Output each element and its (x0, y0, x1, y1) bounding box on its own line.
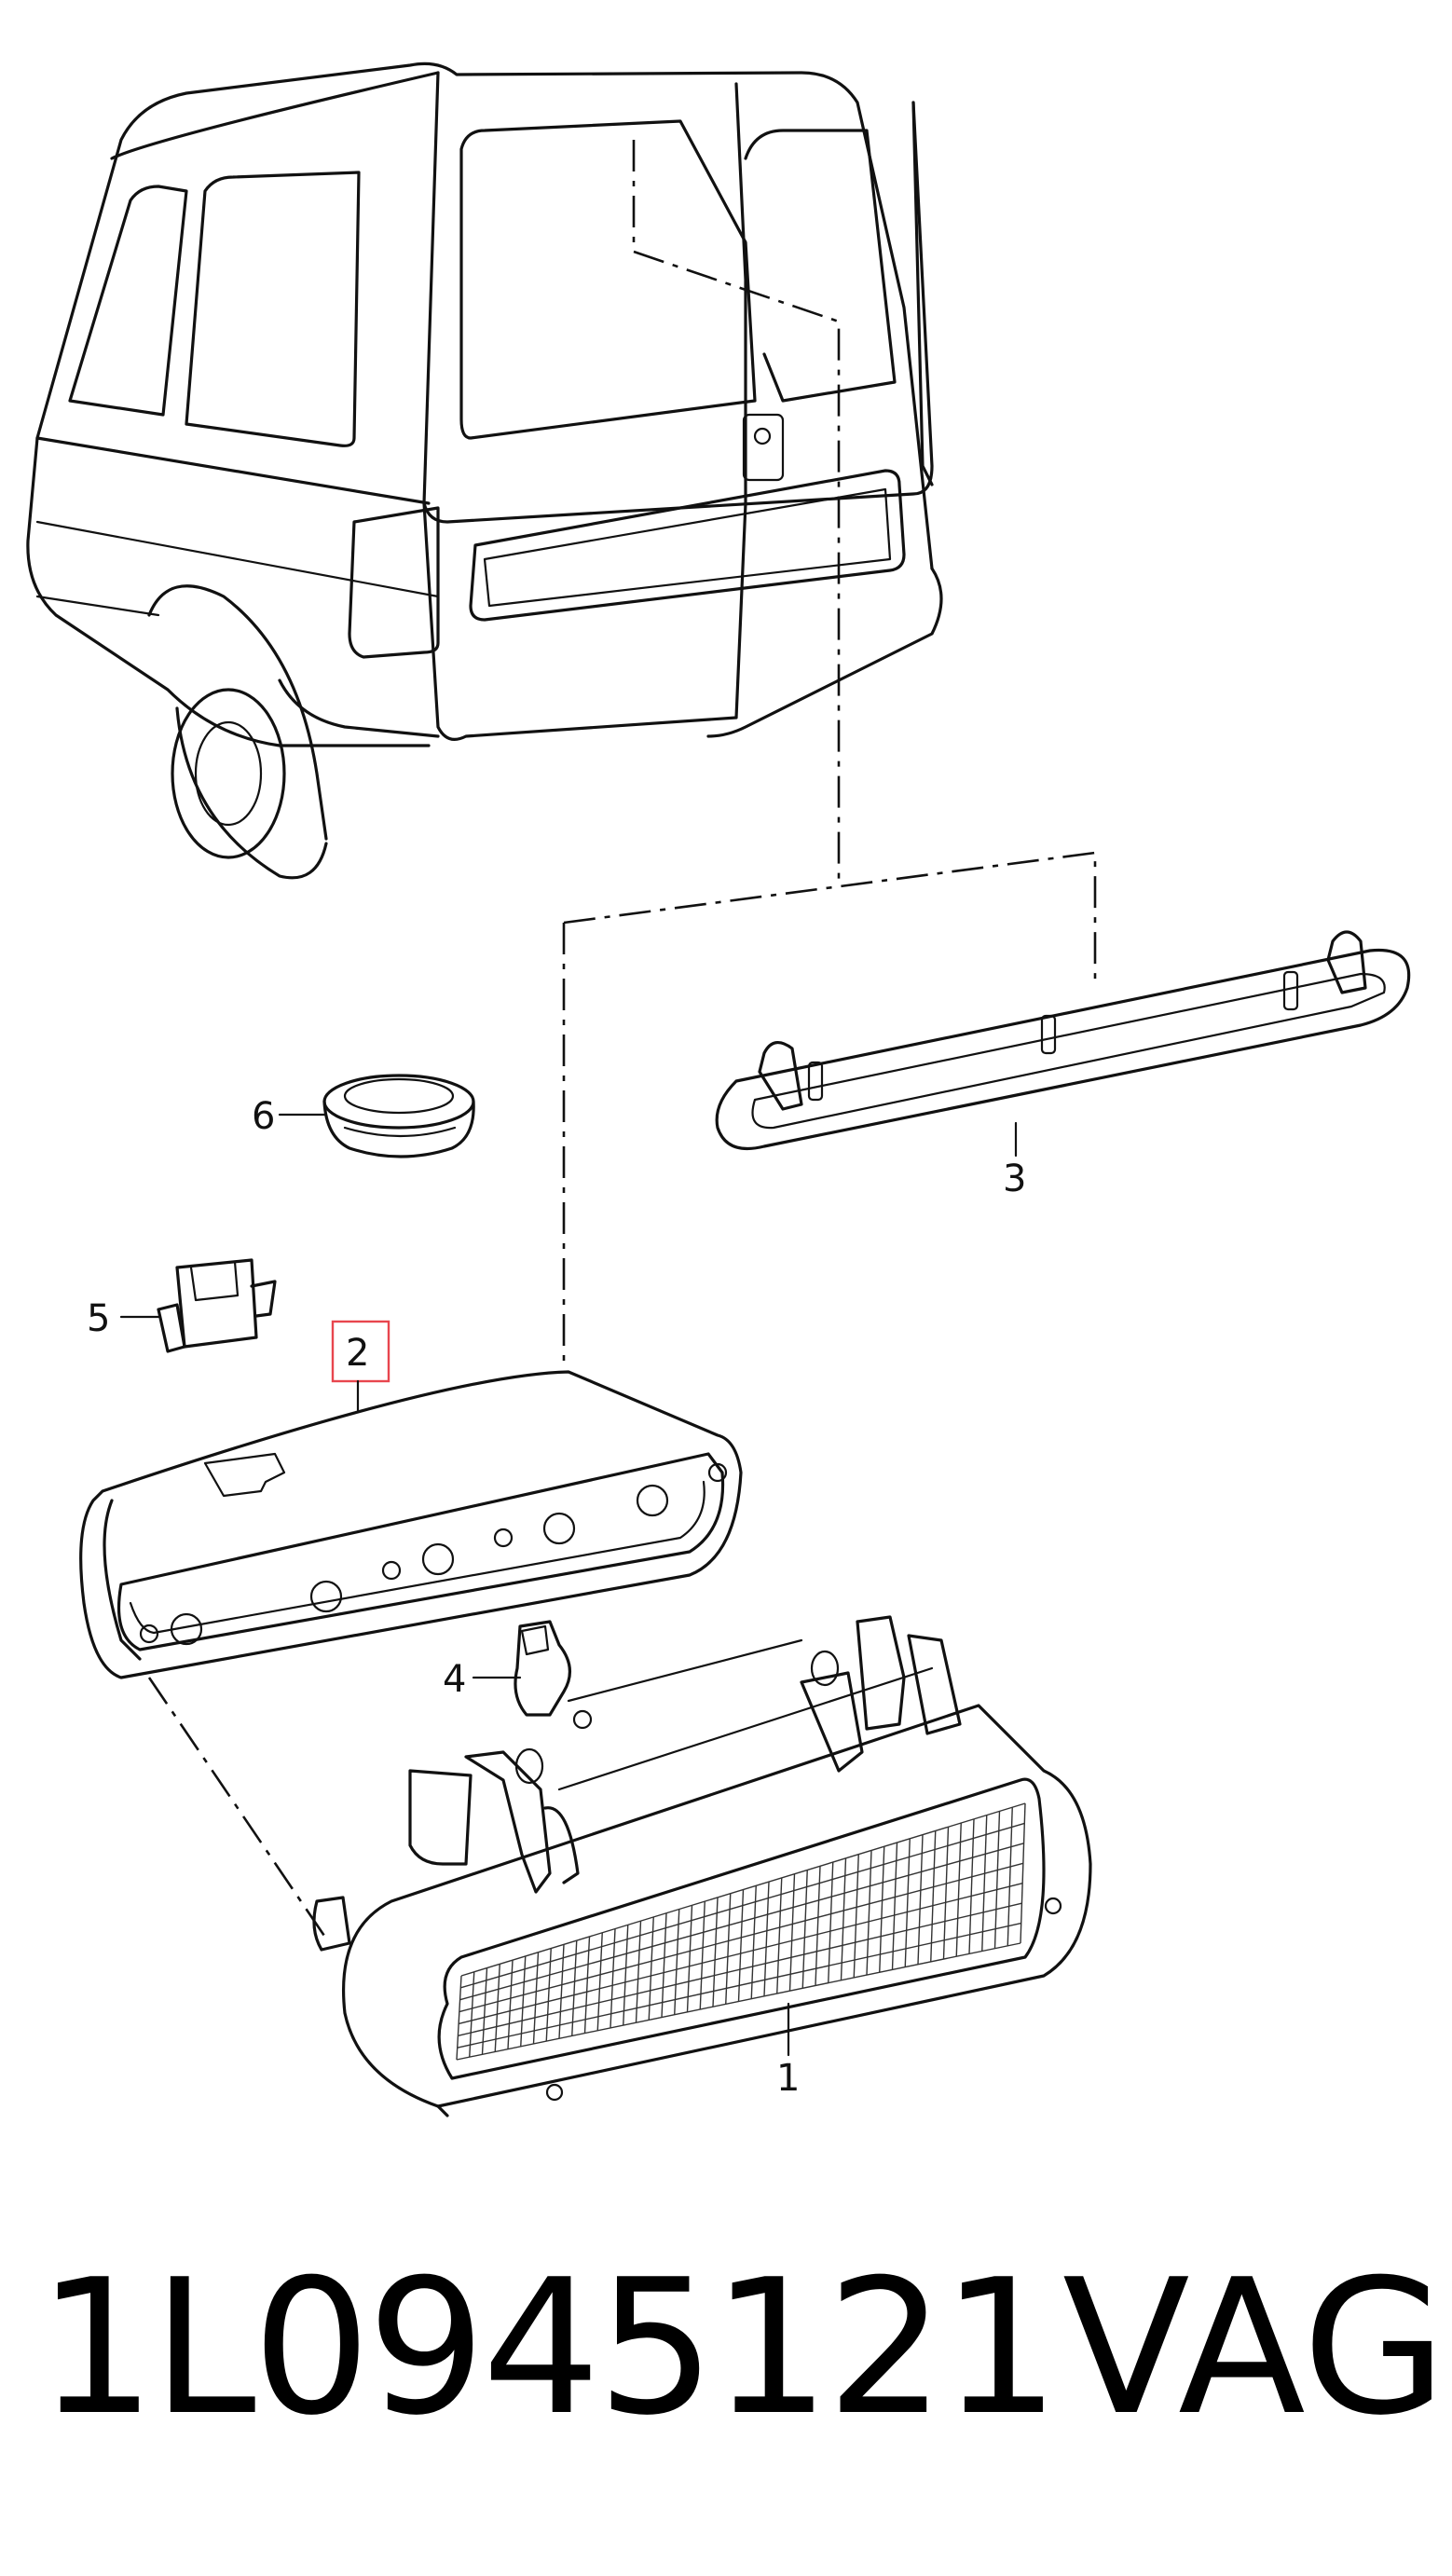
lens-grid-line (610, 1928, 616, 2028)
lens-grid-line (457, 1922, 1021, 2048)
part-2-highlight-box (331, 1320, 390, 1383)
lens-grid-line (750, 1885, 757, 1999)
lens-grid-line (763, 1882, 770, 1996)
lens-grid-line (866, 1850, 872, 1976)
lens-grid-line (737, 1889, 745, 2002)
lens-grid-line (532, 1952, 540, 2044)
lens-grid-line (1020, 1802, 1026, 1944)
lens-grid-line (853, 1854, 859, 1978)
lens-grid-line (494, 1964, 500, 2052)
van-illustration (26, 62, 943, 880)
part-3-gasket-strip (715, 930, 1411, 1158)
lens-grid-line (459, 1843, 1024, 2001)
lens-grid-line (460, 1802, 1026, 1977)
lens-grid-line (674, 1909, 680, 2015)
lens-grid-line (788, 1873, 796, 1992)
lens-grid-line (460, 1822, 1025, 1989)
lens-grid-line (840, 1857, 847, 1980)
lens-grid-line (456, 1975, 462, 2061)
lens-grid-line (623, 1925, 629, 2026)
part-number: 1L0945121 (37, 2240, 1060, 2457)
lens-grid-line (596, 1932, 603, 2031)
callout-5: 5 (87, 1297, 110, 1340)
leader-lines (147, 140, 1097, 1939)
lens-grid-line (801, 1870, 808, 1989)
lens-grid-line (699, 1901, 705, 2010)
part-1-brake-light-assembly (312, 1615, 1092, 2117)
lens-grid-line (661, 1912, 667, 2018)
lens-grid-line (955, 1822, 962, 1957)
lens-grid-line (942, 1827, 950, 1960)
lens-grid-line (458, 1902, 1022, 2036)
lens-grid-line (904, 1838, 911, 1967)
callout-6: 6 (252, 1095, 275, 1138)
lens-grid-line (583, 1936, 591, 2034)
callout-4: 4 (443, 1658, 466, 1701)
lens-grid-line (571, 1940, 578, 2036)
lens-grid-line (686, 1905, 693, 2012)
lens-grid-line (968, 1818, 975, 1954)
lens-grid-line (458, 1883, 1023, 2025)
part-5-connector (119, 1258, 277, 1353)
lens-grid-line (1007, 1807, 1013, 1946)
lens-grid-line (815, 1866, 821, 1986)
brand-label: VAG (1062, 2240, 1447, 2457)
lens-grid-line (828, 1862, 834, 1983)
lens-grid-line (520, 1955, 527, 2047)
lens-grid-line (635, 1921, 642, 2023)
lens-grid-line (725, 1893, 732, 2005)
callout-1: 1 (776, 2057, 800, 2100)
lens-grid-line (648, 1916, 654, 2021)
lens-grid-line (469, 1971, 475, 2058)
lens-grid-line (712, 1897, 719, 2007)
lens-grid-line (558, 1944, 565, 2039)
lens-grid-line (993, 1811, 1001, 1949)
lens-grid-line (917, 1834, 924, 1965)
lens-grid-line (879, 1846, 885, 1973)
lens-grid-line (891, 1843, 898, 1970)
lens-grid (456, 1802, 1026, 2061)
part-2-bulb-carrier (79, 1320, 743, 1679)
lens-grid-line (930, 1830, 937, 1962)
part-6-grommet (278, 1074, 475, 1158)
lens-grid-line (456, 1942, 1021, 2061)
lens-grid-line (481, 1967, 488, 2055)
callout-3: 3 (1003, 1158, 1026, 1200)
callout-2: 2 (346, 1332, 369, 1375)
lens-grid-line (776, 1877, 783, 1994)
lens-grid-line (459, 1862, 1024, 2013)
part-4-wedge-bulb (472, 1620, 571, 1717)
lens-grid-line (981, 1815, 988, 1952)
lens-grid-line (507, 1960, 514, 2049)
lens-grid-line (545, 1948, 552, 2042)
